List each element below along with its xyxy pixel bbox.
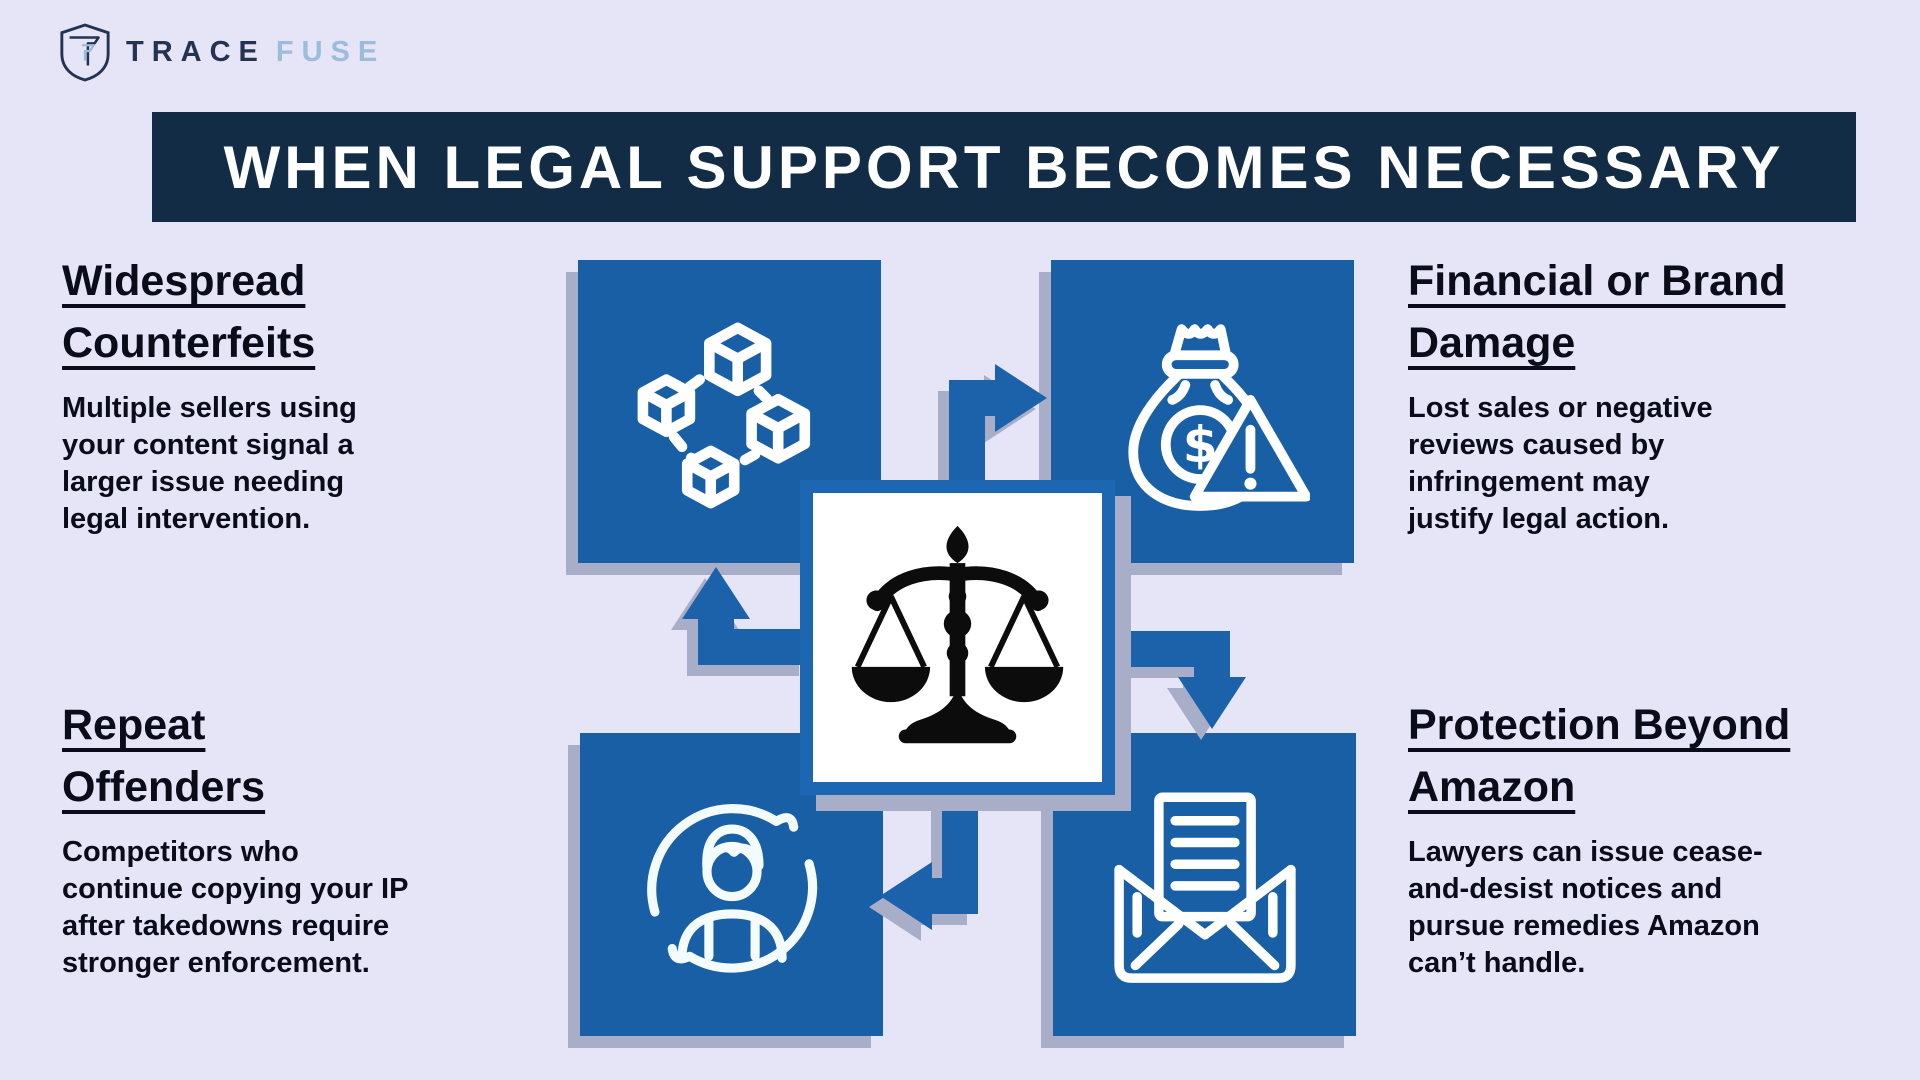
diagram-center-legal [800, 480, 1115, 795]
section-heading: Widespread Counterfeits [62, 257, 316, 367]
repeat-offender-person-icon [646, 803, 817, 973]
section-body: Multiple sellers using your content sign… [62, 392, 357, 535]
counterfeit-boxes-icon [624, 306, 836, 518]
section-heading: Protection Beyond Amazon [1408, 701, 1791, 811]
arrow-to-top-left [682, 567, 810, 665]
page-title: WHEN LEGAL SUPPORT BECOMES NECESSARY [223, 133, 1785, 201]
arrow-to-bottom-right [1105, 631, 1246, 729]
shield-logo-icon [60, 23, 110, 82]
section-heading: Repeat Offenders [62, 701, 266, 811]
brand-fuse: FUSE [275, 35, 386, 68]
diagram-node-protection-beyond [1053, 733, 1356, 1036]
section-repeat-offenders: Repeat Offenders Competitors who continu… [62, 694, 522, 982]
section-widespread-counterfeits: Widespread Counterfeits Multiple sellers… [62, 250, 522, 538]
section-body: Lawyers can issue cease- and-desist noti… [1408, 836, 1763, 979]
scales-of-justice-icon [851, 525, 1064, 744]
section-body: Competitors who continue copying your IP… [62, 836, 409, 979]
section-body: Lost sales or negative reviews caused by… [1408, 392, 1713, 535]
brand-logo: TRACE FUSE [58, 22, 385, 82]
cease-desist-letter-icon [1113, 792, 1296, 983]
brand-trace: TRACE [126, 35, 266, 68]
section-protection-beyond-amazon: Protection Beyond Amazon Lawyers can iss… [1408, 694, 1868, 982]
section-financial-brand-damage: Financial or Brand Damage Lost sales or … [1408, 250, 1868, 538]
brand-name: TRACE FUSE [126, 36, 385, 69]
diagram-node-financial-damage: $ [1051, 260, 1354, 563]
money-bag-warning-icon: $ [1127, 323, 1310, 511]
title-banner: WHEN LEGAL SUPPORT BECOMES NECESSARY [152, 112, 1856, 222]
diagram-node-counterfeits [578, 260, 881, 563]
section-heading: Financial or Brand Damage [1408, 257, 1786, 367]
